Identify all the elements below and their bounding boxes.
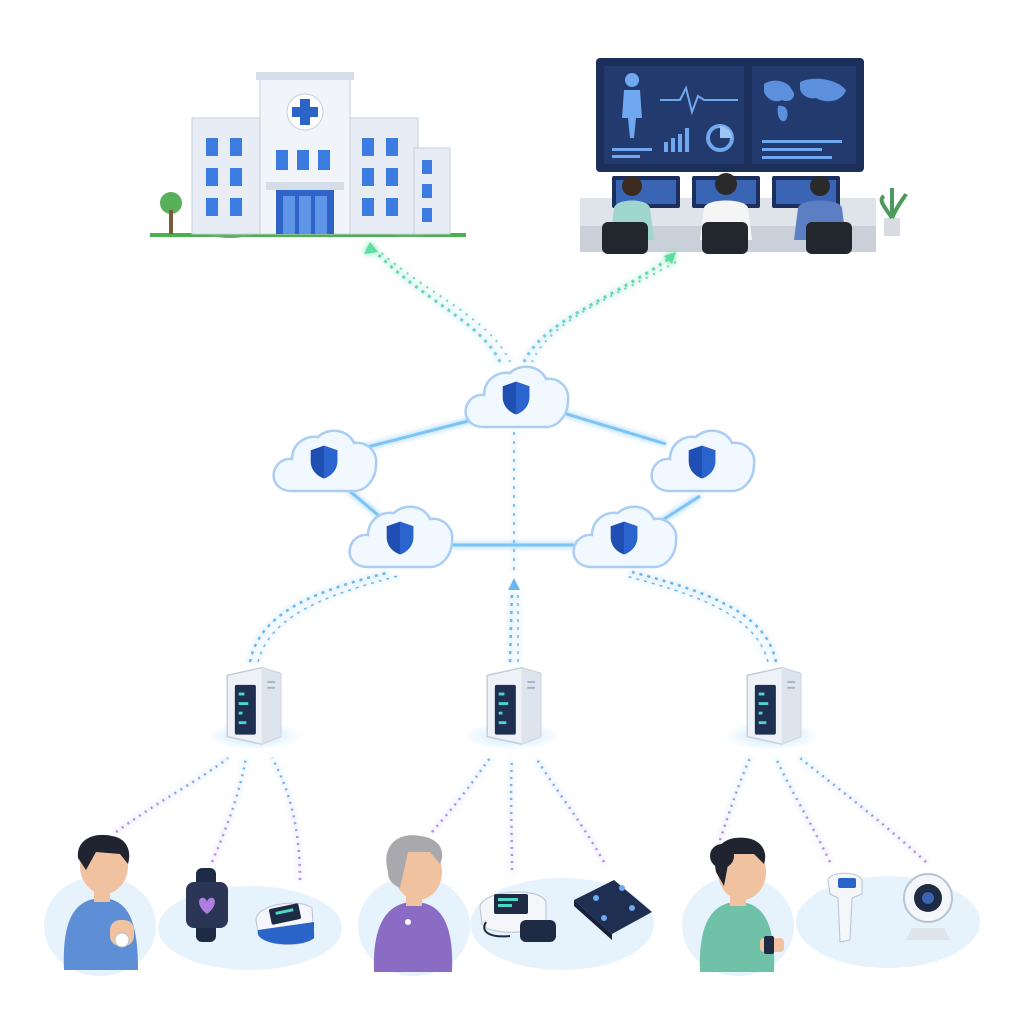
smartwatch-heart-icon xyxy=(186,868,228,942)
blood-pressure-monitor-icon xyxy=(479,891,556,942)
home-camera-icon xyxy=(903,873,953,940)
patient-woman-with-wrist-sensor-icon xyxy=(699,837,784,972)
edge-server-icon xyxy=(226,666,282,745)
cloud-to-destination-links xyxy=(364,242,677,363)
hospital-building-icon xyxy=(150,72,466,238)
edge-server-icon xyxy=(486,666,542,745)
monitoring-control-room-icon xyxy=(580,58,908,254)
server-right xyxy=(724,666,820,750)
patient-group-1 xyxy=(44,834,342,976)
cloud-right xyxy=(650,429,756,493)
patient-group-3 xyxy=(682,837,980,976)
cloud-bottom-left xyxy=(348,505,454,569)
cloud-mesh-links xyxy=(345,410,701,570)
smart-scale-icon xyxy=(574,880,652,940)
device-to-server-links xyxy=(115,757,927,881)
infrared-thermometer-icon xyxy=(827,872,863,943)
server-to-cloud-links xyxy=(248,570,778,663)
patient-man-with-arm-sensor-icon xyxy=(63,834,138,970)
patient-elderly-woman-icon xyxy=(373,835,453,972)
pulse-oximeter-icon xyxy=(255,902,315,945)
server-center xyxy=(464,666,560,750)
uplink-arrow xyxy=(508,578,520,590)
cloud-left xyxy=(272,429,378,493)
cloud-bottom-right xyxy=(572,505,678,569)
server-left xyxy=(206,666,302,750)
cloud-top xyxy=(464,365,570,429)
edge-server-icon xyxy=(746,666,802,745)
patient-group-2 xyxy=(358,835,654,976)
